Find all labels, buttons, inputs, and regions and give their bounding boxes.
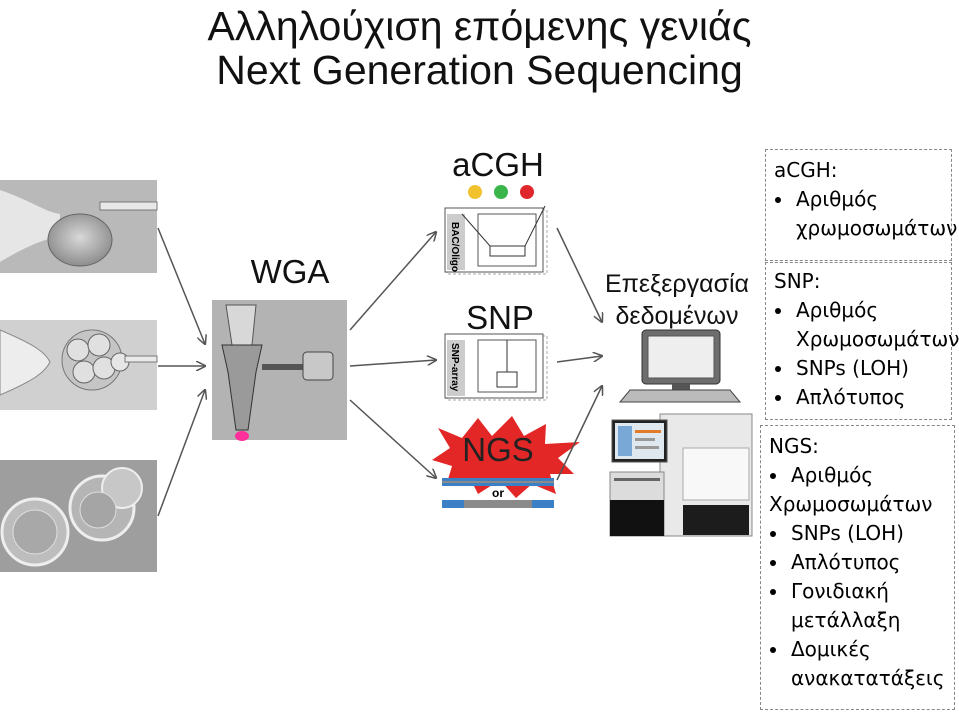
list-item: SNPs (LOH) bbox=[761, 519, 954, 548]
list-item: Δομικές bbox=[761, 635, 954, 664]
processing-line-2: δεδομένων bbox=[615, 302, 739, 330]
bac-oligo-label: BAC/Oligo bbox=[449, 222, 460, 272]
list-item: Αριθμός bbox=[761, 461, 954, 490]
embryo-micrograph-3 bbox=[0, 460, 157, 572]
green-dot bbox=[494, 185, 508, 199]
list-item: Αριθμός bbox=[766, 185, 951, 214]
ngs-reads bbox=[442, 478, 554, 508]
wga-tube-photo bbox=[212, 300, 347, 441]
yellow-dot bbox=[468, 185, 482, 199]
list-item-continuation: Χρωμοσωμάτων bbox=[796, 327, 959, 351]
ngs-label: NGS bbox=[462, 431, 534, 468]
or-label: or bbox=[492, 486, 504, 500]
snp-info-panel: SNP: Αριθμός Χρωμοσωμάτων SNPs (LOH) Απλ… bbox=[765, 262, 959, 420]
embryo-micrograph-1 bbox=[0, 180, 158, 273]
red-dot bbox=[520, 185, 534, 199]
acgh-panel-heading: aCGH: bbox=[774, 158, 838, 182]
list-item: SNPs (LOH) bbox=[766, 354, 951, 383]
data-processing-label: Επεξεργασία δεδομένων bbox=[588, 268, 766, 332]
snp-label: SNP bbox=[466, 299, 534, 336]
acgh-label: aCGH bbox=[452, 146, 544, 183]
list-item: Απλότυπος bbox=[761, 548, 954, 577]
sequencer-machine bbox=[609, 413, 753, 537]
slide-title-english: Next Generation Sequencing bbox=[216, 47, 743, 93]
snp-panel-heading: SNP: bbox=[774, 269, 821, 293]
ngs-panel-heading: NGS: bbox=[769, 434, 819, 458]
list-item-continuation: Χρωμοσωμάτων bbox=[769, 492, 933, 516]
computer-icon bbox=[618, 329, 742, 403]
embryo-micrograph-2 bbox=[0, 320, 158, 410]
list-item-continuation: ανακατατάξεις bbox=[791, 666, 945, 690]
list-item-continuation: μετάλλαξη bbox=[791, 608, 901, 632]
list-item-continuation: χρωμοσωμάτων bbox=[796, 216, 958, 240]
wga-label: WGA bbox=[250, 253, 330, 290]
acgh-array-schematic: BAC/Oligo bbox=[444, 205, 548, 275]
snp-array-schematic: SNP-array bbox=[444, 333, 548, 401]
snp-array-label: SNP-array bbox=[449, 343, 460, 392]
ngs-info-panel: NGS: Αριθμός Χρωμοσωμάτων SNPs (LOH) Απλ… bbox=[760, 425, 955, 710]
list-item: Γονιδιακή bbox=[761, 577, 954, 606]
list-item: Αριθμός bbox=[766, 296, 951, 325]
slide-title-greek: Αλληλούχιση επόμενης γενιάς bbox=[207, 3, 752, 49]
ngs-burst bbox=[432, 416, 580, 498]
processing-line-1: Επεξεργασία bbox=[604, 270, 750, 298]
acgh-info-panel: aCGH: Αριθμός χρωμοσωμάτων bbox=[765, 149, 958, 261]
list-item: Απλότυπος bbox=[766, 383, 951, 412]
